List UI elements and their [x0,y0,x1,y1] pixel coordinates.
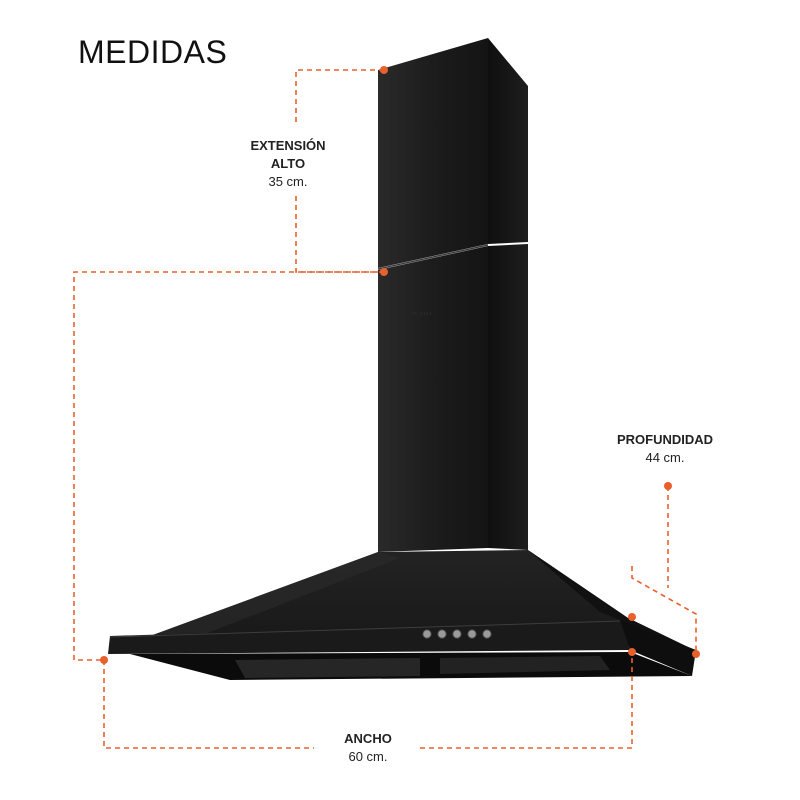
width-value: 60 cm. [348,749,388,764]
brand-logo: ⌁ ‹›‹› [412,308,432,318]
control-buttons [422,629,492,639]
dimension-guides [73,69,697,749]
depth-value: 44 cm. [645,450,685,465]
height-label-line1: EXTENSIÓN [250,138,326,153]
height-value: 35 cm. [268,174,308,189]
control-button [422,629,432,639]
width-dimension-label: ANCHO 60 cm. [318,730,418,766]
depth-guide-bracket [631,566,697,654]
marker-dot [664,482,672,490]
marker-dot [628,613,636,621]
height-dimension-label: EXTENSIÓN ALTO 35 cm. [236,137,340,191]
chimney-lower-front [378,246,488,552]
width-label: ANCHO [344,731,392,746]
control-button [482,629,492,639]
depth-dimension-label: PROFUNDIDAD 44 cm. [600,431,730,467]
marker-dot [692,650,700,658]
height-guide-bottom [295,196,384,273]
height-guide-top [295,69,384,124]
marker-dot [380,268,388,276]
left-guide [73,271,384,661]
marker-dot [628,648,636,656]
control-button [467,629,477,639]
width-guide-left [103,660,314,749]
height-label-line2: ALTO [270,156,306,171]
depth-label: PROFUNDIDAD [616,432,714,447]
marker-dot [380,66,388,74]
chimney-upper-side [488,38,528,244]
width-guide-right [420,652,633,749]
page-title: MEDIDAS [78,34,228,70]
control-button [452,629,462,639]
chimney-upper-front [378,38,488,268]
chimney-lower-side [488,244,528,550]
hood-front-band [108,620,630,654]
marker-dot [100,656,108,664]
dimension-markers [100,66,700,664]
range-hood: ⌁ ‹›‹› [108,38,696,680]
control-button [437,629,447,639]
